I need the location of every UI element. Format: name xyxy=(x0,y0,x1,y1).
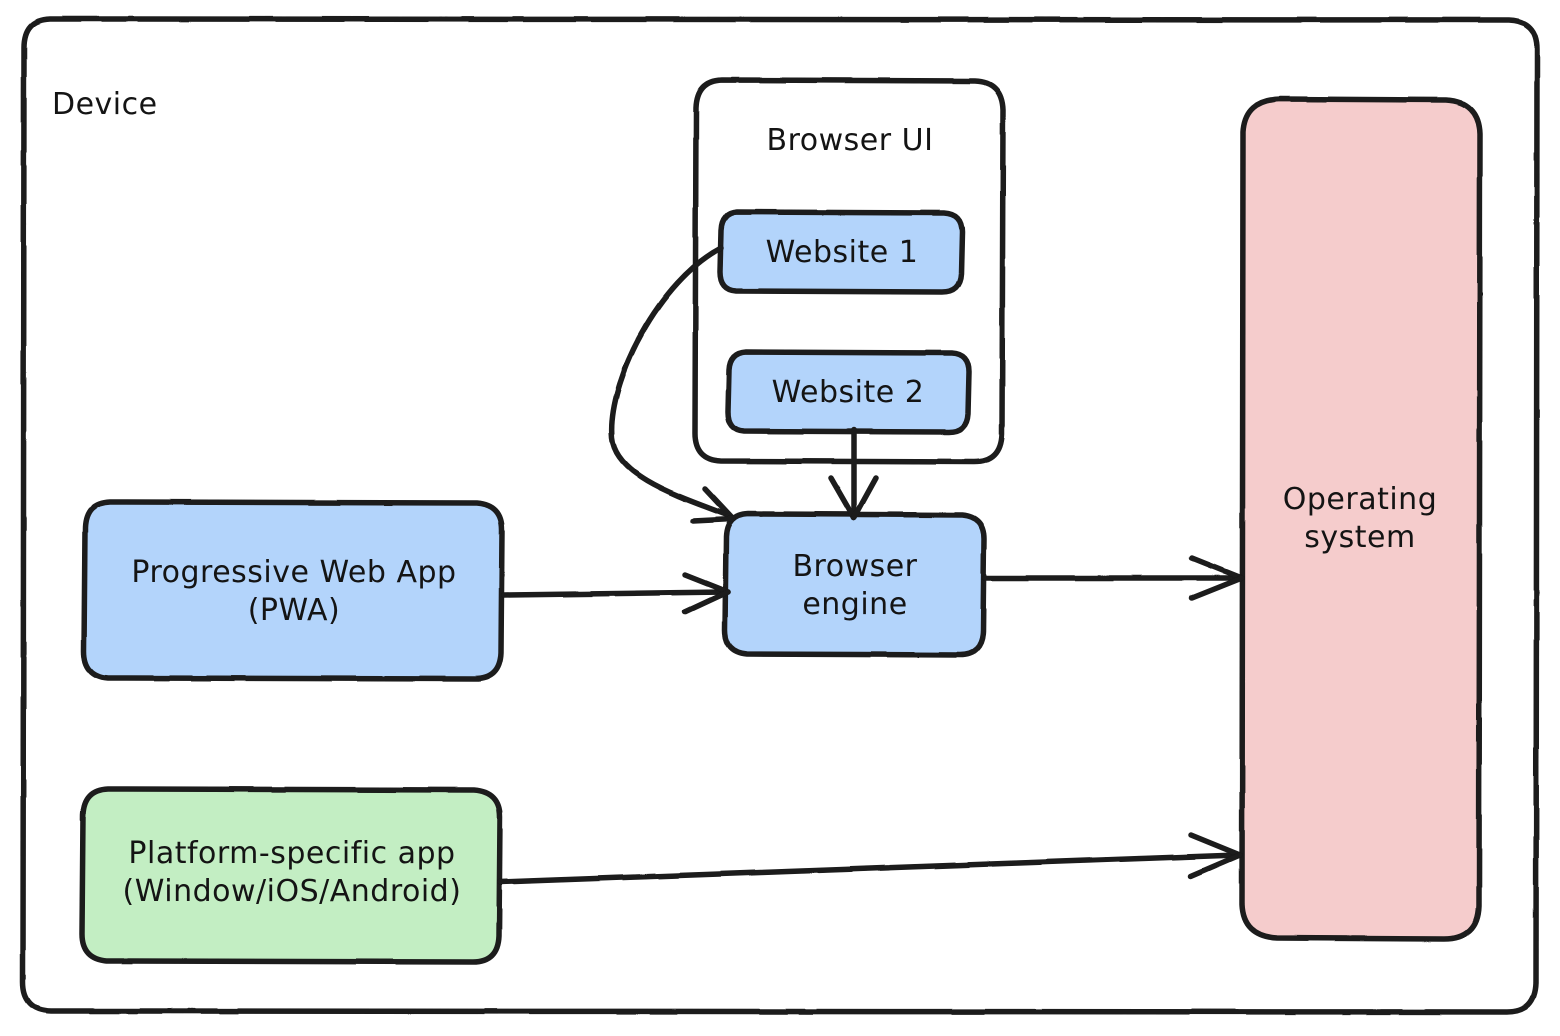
website-1-box xyxy=(717,209,965,295)
browser-engine-box xyxy=(722,511,987,658)
edge-website2-to-engine xyxy=(828,427,879,521)
edge-engine-to-os xyxy=(982,555,1245,601)
platform-app-box xyxy=(79,786,503,965)
edge-pwa-to-engine xyxy=(501,572,731,615)
edge-website1-to-engine xyxy=(608,245,736,524)
operating-system-box xyxy=(1239,96,1483,942)
pwa-box xyxy=(81,499,505,682)
edge-platform-to-os xyxy=(497,832,1243,885)
website-2-box xyxy=(725,349,972,435)
